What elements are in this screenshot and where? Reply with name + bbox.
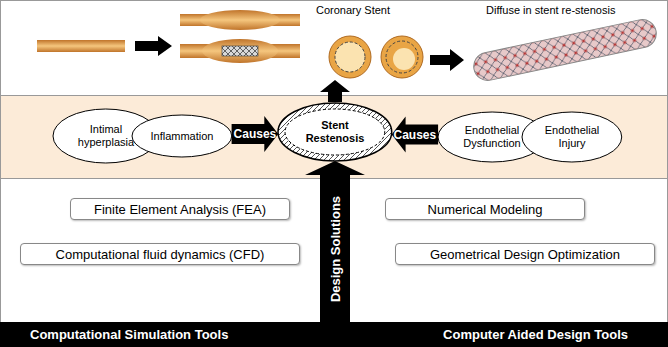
node-text: Endothelial Dysfunction bbox=[456, 124, 528, 149]
text-holder: Stent Restenosis bbox=[302, 119, 368, 144]
step-arrow bbox=[430, 49, 464, 71]
ellipse bbox=[522, 112, 622, 162]
tools-bar: Computational Simulation Tools Computer A… bbox=[0, 322, 668, 347]
node-text: Computer Aided Design Tools bbox=[443, 327, 628, 342]
tool-box: Finite Element Analysis (FEA) bbox=[70, 198, 290, 220]
arrow-label: Causes bbox=[394, 128, 437, 142]
arrow-label: Design Solutions bbox=[327, 195, 342, 301]
tool-box: Geometrical Design Optimization bbox=[395, 243, 655, 265]
text-holder: Computational fluid dynamics (CFD) bbox=[56, 247, 265, 262]
vessel-section bbox=[329, 36, 371, 78]
central-ellipse: Stent Restenosis bbox=[277, 102, 393, 162]
text-holder: Geometrical Design Optimization bbox=[430, 247, 620, 262]
lumen bbox=[393, 48, 415, 70]
block-arrow bbox=[392, 117, 439, 153]
text-holder: Numerical Modeling bbox=[428, 202, 543, 217]
text-holder: Inflammation bbox=[149, 130, 215, 143]
text-holder: Intimal hyperplasia bbox=[71, 123, 141, 148]
inner-ellipse bbox=[285, 109, 385, 155]
stent-ring bbox=[386, 41, 418, 73]
bottom-band bbox=[1, 179, 668, 347]
node-text: Geometrical Design Optimization bbox=[430, 247, 620, 262]
block-arrow-up bbox=[305, 161, 365, 322]
stent-mesh bbox=[222, 46, 258, 56]
ellipse bbox=[132, 115, 232, 157]
step-arrow bbox=[135, 36, 172, 56]
stenosis-bulge bbox=[202, 39, 278, 63]
tool-box: Computational fluid dynamics (CFD) bbox=[20, 243, 300, 265]
node-text: Computational fluid dynamics (CFD) bbox=[56, 247, 265, 262]
text-holder: Finite Element Analysis (FEA) bbox=[94, 202, 266, 217]
restenosed-stent bbox=[471, 17, 659, 83]
tool-box: Numerical Modeling bbox=[385, 198, 585, 220]
figure-label: Coronary Stent bbox=[316, 4, 390, 16]
stent-ring bbox=[335, 42, 365, 72]
cause-ellipse: Endothelial Injury bbox=[521, 111, 623, 163]
text-holder: Endothelial Injury bbox=[539, 124, 605, 149]
node-text: Endothelial Injury bbox=[539, 124, 605, 149]
node-text: Stent Restenosis bbox=[302, 119, 368, 144]
artery-tube bbox=[180, 44, 300, 58]
node-text: Finite Element Analysis (FEA) bbox=[94, 202, 266, 217]
cause-ellipse: Inflammation bbox=[131, 114, 233, 158]
balloon-bulge bbox=[200, 10, 280, 30]
node-text: Computational Simulation Tools bbox=[30, 327, 228, 342]
ellipse bbox=[278, 103, 392, 161]
node-text: Numerical Modeling bbox=[428, 202, 543, 217]
up-arrow bbox=[320, 80, 350, 102]
stent-body bbox=[471, 17, 659, 83]
artery-tube bbox=[37, 40, 125, 52]
node-text: Intimal hyperplasia bbox=[71, 123, 141, 148]
node-text: Inflammation bbox=[149, 130, 215, 143]
vessel-section bbox=[381, 36, 423, 78]
block-arrow bbox=[232, 116, 279, 152]
figure-label: Diffuse in stent re-stenosis bbox=[486, 4, 615, 16]
text-holder: Endothelial Dysfunction bbox=[456, 124, 528, 149]
lumen bbox=[335, 42, 365, 72]
arrow-label: Causes bbox=[234, 127, 277, 141]
